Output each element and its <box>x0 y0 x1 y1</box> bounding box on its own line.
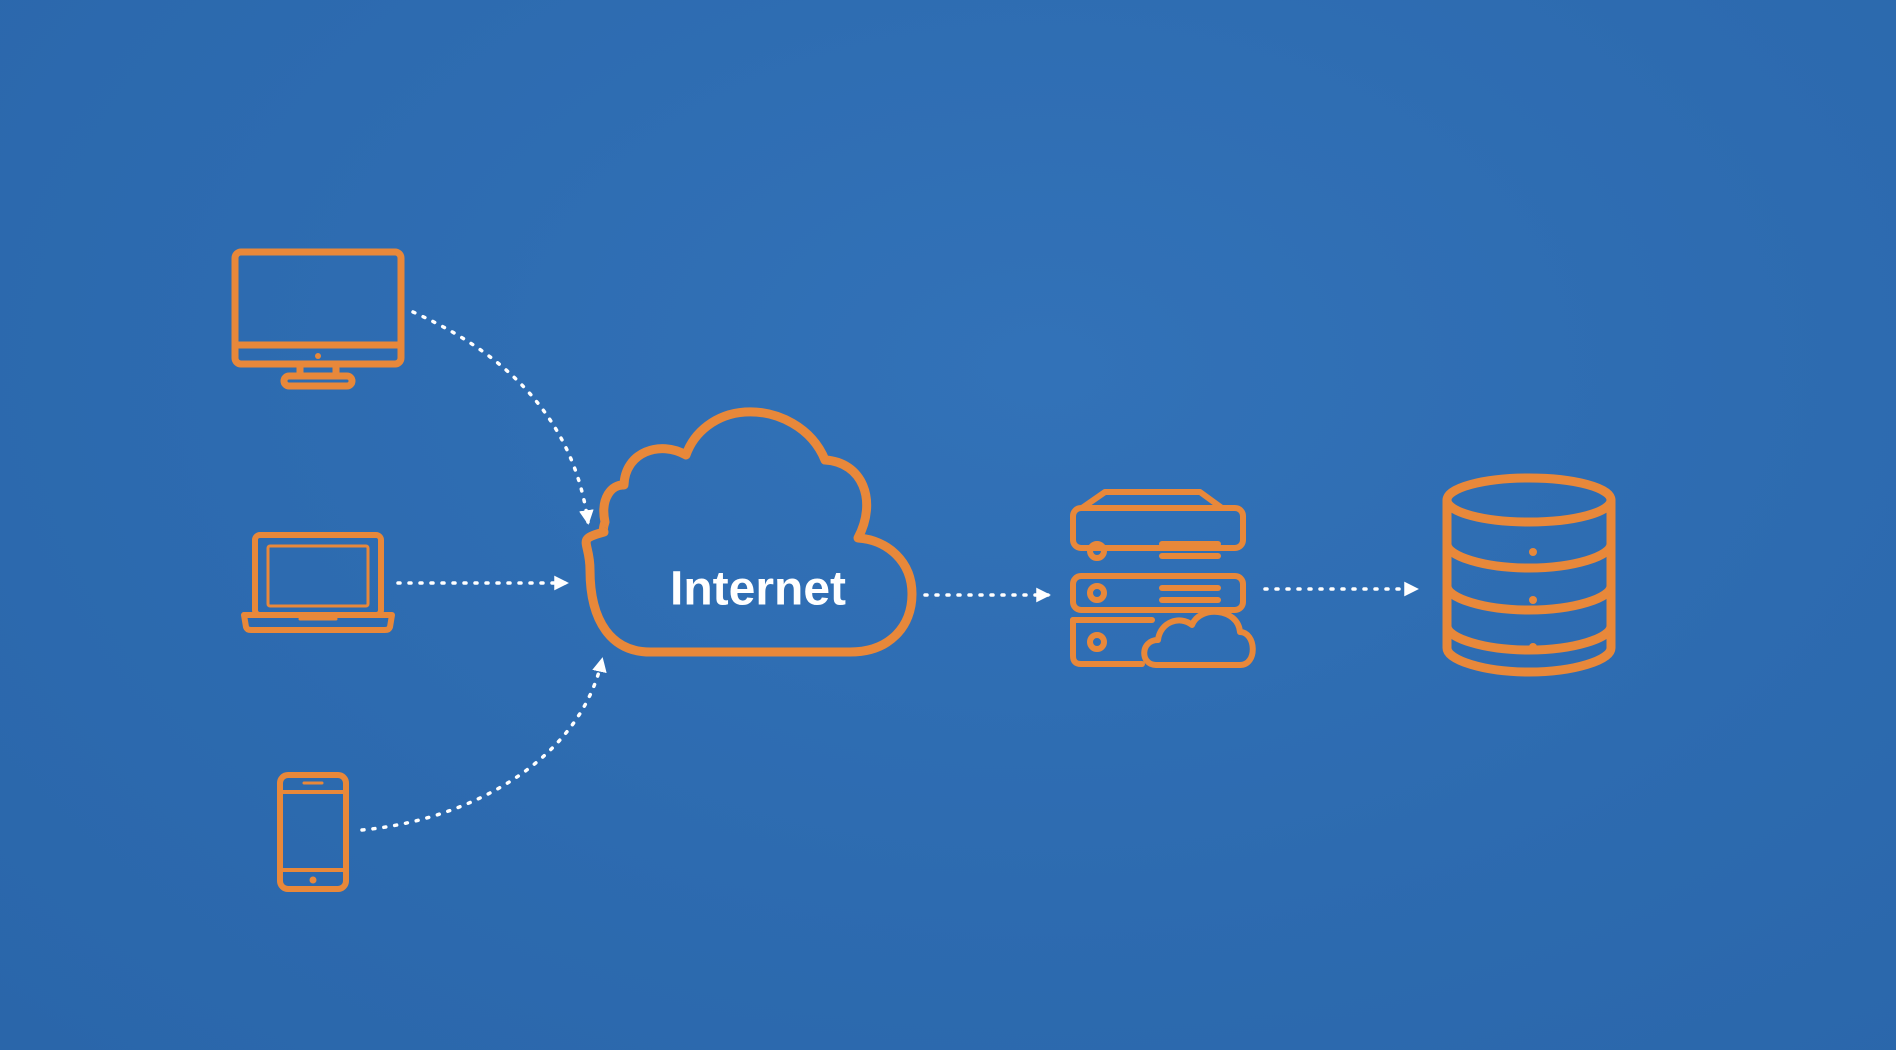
cloud-icon <box>581 407 917 657</box>
database-icon <box>1442 473 1616 677</box>
desktop-monitor-icon <box>231 248 405 390</box>
edge-phone-to-cloud <box>360 657 607 832</box>
cloud-server-rack-icon <box>1070 489 1256 668</box>
internet-cloud-node: Internet <box>581 407 917 657</box>
connectors <box>360 310 1419 832</box>
smartphone-icon <box>277 772 349 892</box>
edge-desktop-to-cloud <box>411 310 594 525</box>
laptop-icon <box>241 532 395 633</box>
cloud-label: Internet <box>670 563 846 616</box>
